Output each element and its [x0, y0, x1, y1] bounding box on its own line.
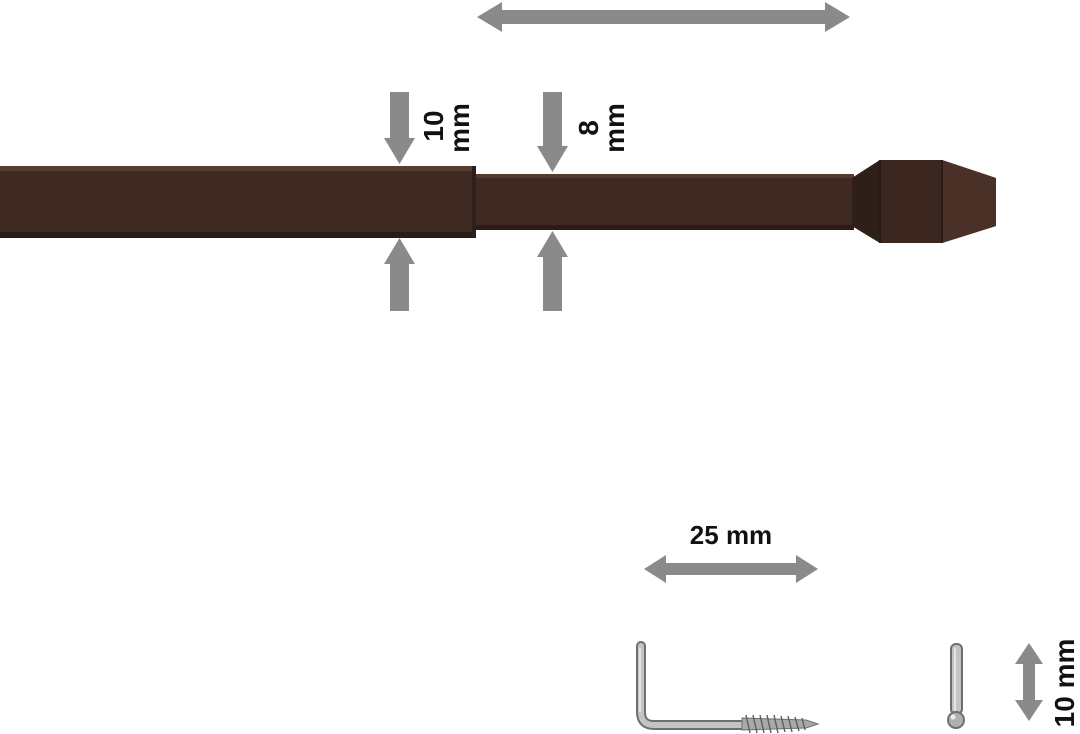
hook-height-label: 10 mm [1049, 639, 1080, 728]
curtain-rod [0, 160, 996, 243]
thin-tube [476, 174, 854, 230]
extension-length-arrow [477, 2, 850, 32]
thin-tube-diameter-arrows [537, 92, 568, 311]
thin-tube-diameter-value: 8 [573, 120, 604, 136]
thick-tube-diameter-unit: mm [444, 103, 475, 153]
hook-side-view-icon [947, 643, 965, 729]
thick-tube-diameter-arrows [384, 92, 415, 311]
hook-projection-arrow [644, 555, 818, 583]
thick-tube-diameter-value: 10 [418, 110, 449, 141]
rod-end-cap [852, 160, 996, 243]
hook-height-arrow [1015, 643, 1043, 721]
thin-tube-diameter-unit: mm [599, 103, 630, 153]
screw-hook-icon [636, 641, 820, 734]
thick-tube [0, 166, 476, 238]
hook-projection-label: 25 mm [690, 520, 772, 550]
